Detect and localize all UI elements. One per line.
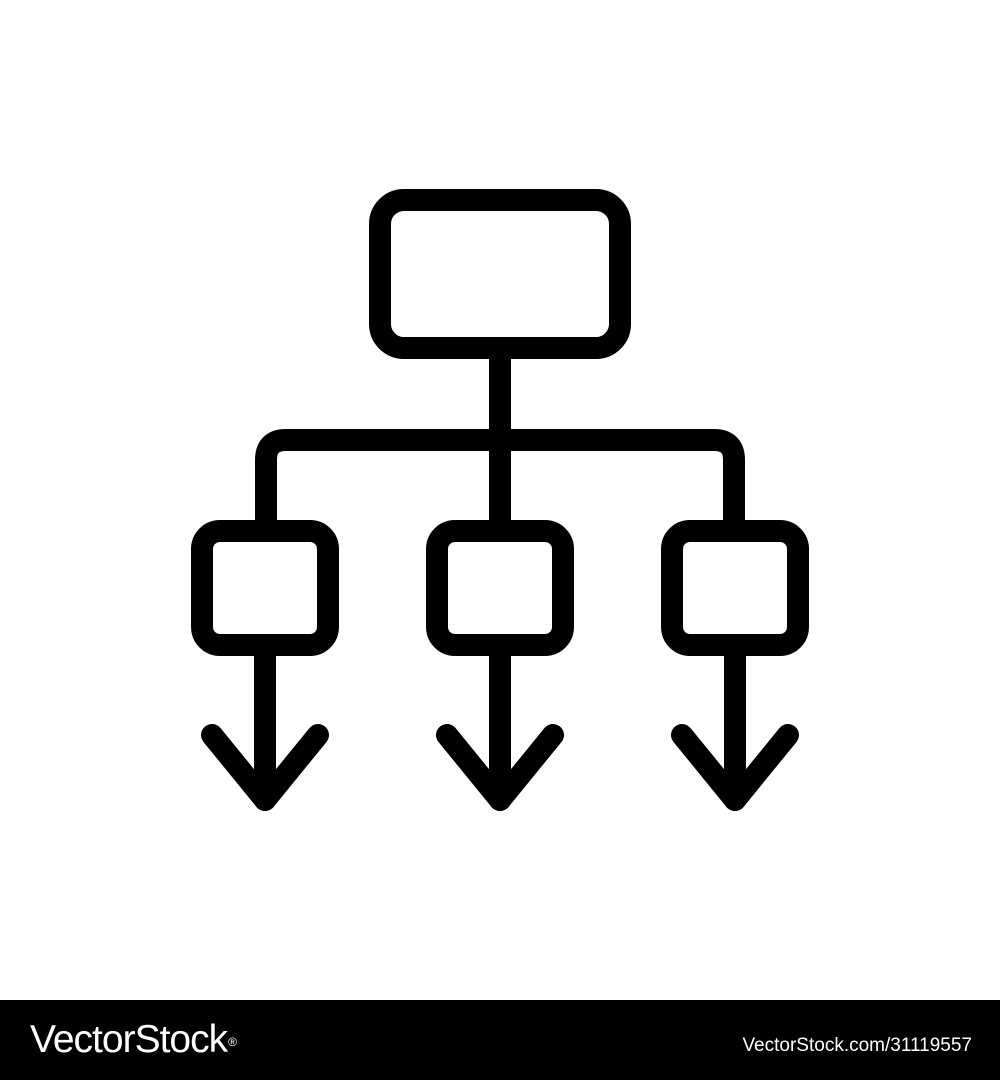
arrow-down-icon-right [671, 634, 799, 811]
child-node-box-right [661, 520, 809, 656]
registered-mark: ® [228, 1035, 237, 1049]
top-node-box [369, 189, 631, 359]
child-node-box-middle [426, 520, 574, 656]
arrow-down-icon-left [201, 634, 329, 811]
child-node-box-left [191, 520, 339, 656]
hierarchy-flow-icon [191, 189, 809, 811]
brand-logo: VectorStock® [30, 1018, 237, 1062]
brand-name: VectorStock [30, 1018, 228, 1061]
arrow-down-icon-middle [436, 634, 564, 811]
image-id-text: VectorStock.com/31119557 [742, 1035, 972, 1056]
icon-area [191, 189, 809, 811]
watermark-footer: VectorStock® VectorStock.com/31119557 [0, 1000, 1000, 1080]
